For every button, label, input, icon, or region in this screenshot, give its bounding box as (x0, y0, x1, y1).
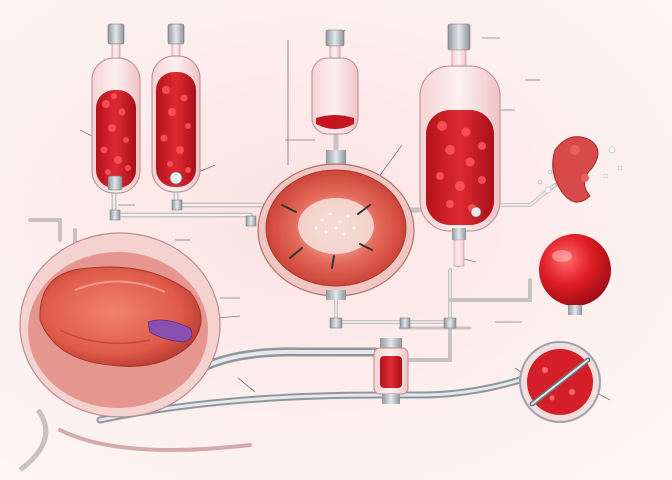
blood-sphere (539, 234, 611, 315)
valves (109, 199, 457, 329)
inline-vial (373, 338, 409, 404)
vessel-cluster (537, 136, 623, 203)
blood-bottle-right (151, 23, 201, 193)
organ-chamber (18, 232, 221, 472)
small-reservoir (311, 29, 359, 135)
vessel-cross-section (519, 341, 601, 423)
blood-bottle-left (91, 23, 141, 194)
central-culture-dish (257, 150, 415, 300)
large-blood-bottle (419, 23, 501, 267)
